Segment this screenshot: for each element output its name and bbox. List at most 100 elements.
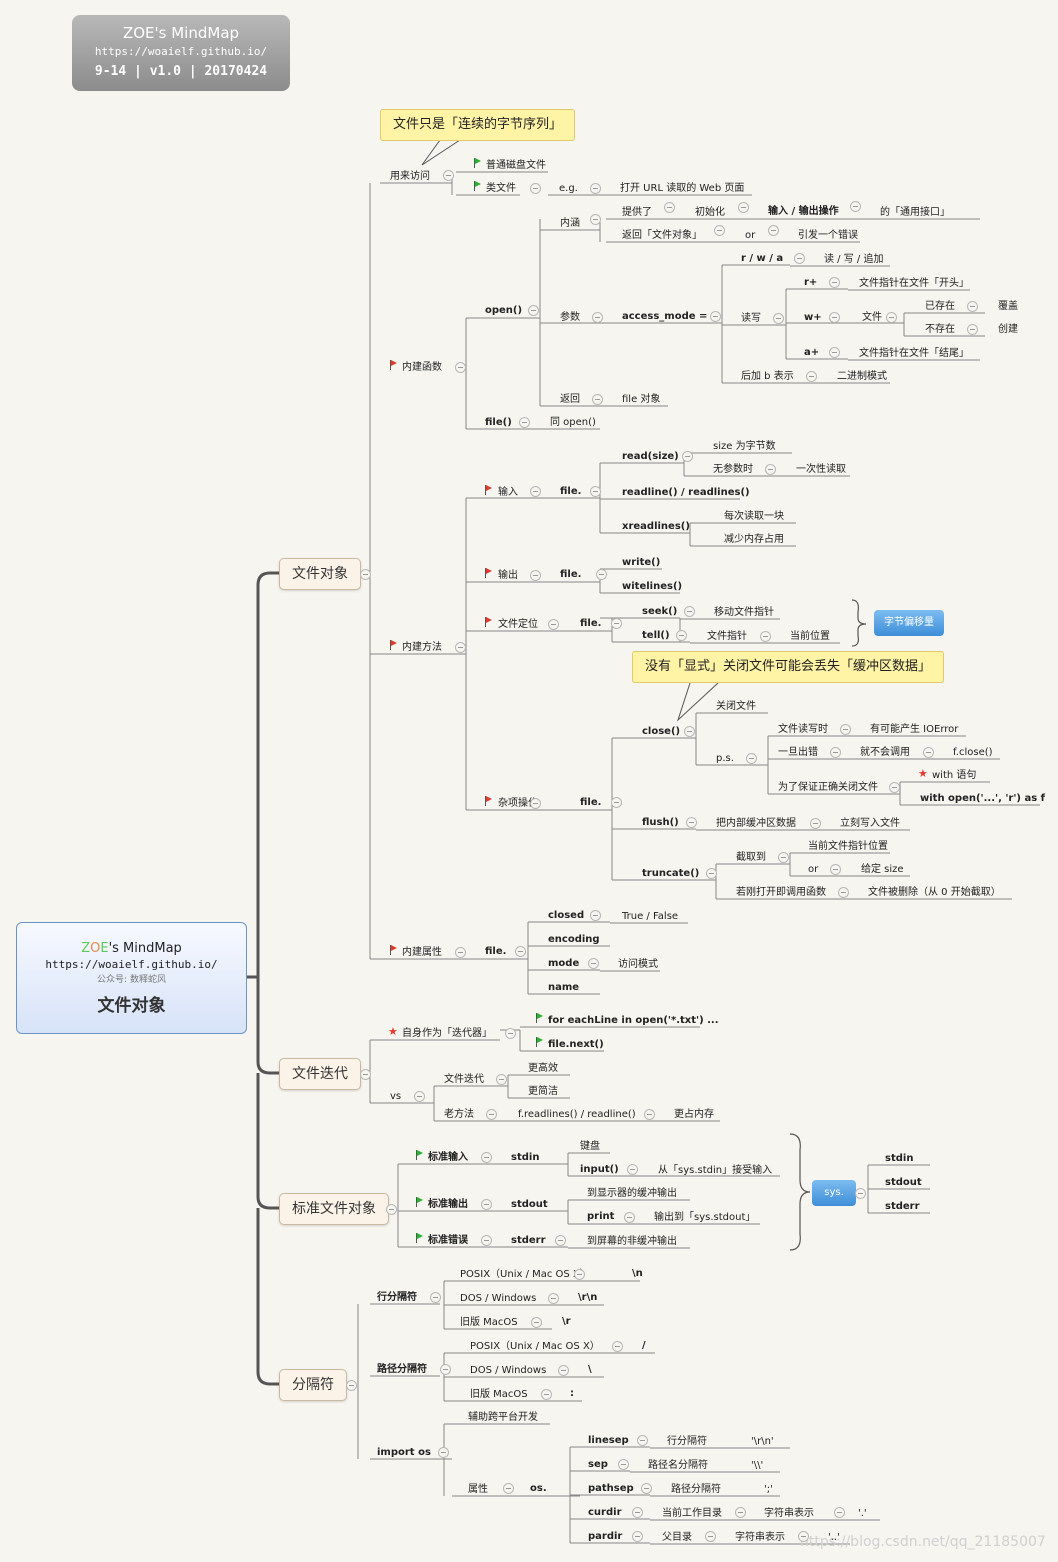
topic-l044[interactable]: xreadlines()	[622, 521, 690, 532]
collapse-icon[interactable]	[686, 817, 697, 828]
topic-l040[interactable]: 一次性读取	[796, 464, 846, 475]
topic-l090[interactable]: for eachLine in open('*.txt') ...	[548, 1015, 719, 1026]
topic-l009[interactable]: 输入 / 输出操作	[768, 206, 839, 217]
collapse-icon[interactable]	[592, 312, 603, 323]
collapse-icon[interactable]	[637, 1435, 648, 1446]
topic-l143[interactable]: curdir	[588, 1507, 622, 1518]
topic-l137[interactable]: '\\'	[751, 1460, 764, 1471]
topic-l134[interactable]: import os	[377, 1447, 431, 1458]
collapse-icon[interactable]	[684, 606, 695, 617]
collapse-icon[interactable]	[505, 1028, 516, 1039]
topic-l108[interactable]: print	[587, 1211, 615, 1222]
topic-l042[interactable]: file.	[560, 486, 582, 497]
topic-l046[interactable]: 减少内存占用	[724, 534, 784, 545]
topic-l063[interactable]: p.s.	[716, 753, 734, 764]
topic-l127[interactable]: \	[588, 1364, 592, 1375]
topic-l050[interactable]: witelines()	[622, 581, 683, 592]
topic-l032[interactable]: 返回	[560, 394, 580, 405]
topic-l132[interactable]: 行分隔符	[667, 1436, 707, 1447]
topic-l073[interactable]: 把内部缓冲区数据	[716, 818, 796, 829]
topic-l041[interactable]: 输入	[498, 487, 518, 498]
topic-l072[interactable]: flush()	[642, 817, 679, 828]
topic-l068[interactable]: with 语句	[932, 770, 977, 781]
topic-l145[interactable]: 字符串表示	[764, 1508, 814, 1519]
topic-l124[interactable]: /	[642, 1340, 646, 1351]
collapse-icon[interactable]	[530, 486, 541, 497]
collapse-icon[interactable]	[664, 202, 675, 213]
collapse-icon[interactable]	[765, 464, 776, 475]
branch-standard-file-objects[interactable]: 标准文件对象	[279, 1193, 389, 1225]
topic-l001[interactable]: 用来访问	[390, 171, 430, 182]
topic-l104[interactable]: 从「sys.stdin」接受输入	[658, 1165, 773, 1176]
branch-file-object[interactable]: 文件对象	[279, 558, 361, 590]
topic-l065[interactable]: 就不会调用	[860, 747, 910, 758]
collapse-icon[interactable]	[612, 1341, 623, 1352]
topic-l014[interactable]: open()	[485, 305, 523, 316]
topic-l017[interactable]: r / w / a	[741, 253, 784, 264]
topic-l091[interactable]: 自身作为「迭代器」	[402, 1028, 492, 1039]
topic-l102[interactable]: stdin	[511, 1152, 540, 1163]
collapse-icon[interactable]	[386, 1204, 397, 1215]
collapse-icon[interactable]	[829, 347, 840, 358]
topic-l061[interactable]: 文件读写时	[778, 724, 828, 735]
topic-l148[interactable]: 父目录	[662, 1532, 692, 1543]
collapse-icon[interactable]	[773, 313, 784, 324]
topic-l133[interactable]: '\r\n'	[751, 1436, 774, 1447]
topic-l047[interactable]: write()	[622, 557, 661, 568]
topic-l147[interactable]: pardir	[588, 1531, 623, 1542]
collapse-icon[interactable]	[829, 312, 840, 323]
topic-l131[interactable]: linesep	[588, 1435, 629, 1446]
topic-l120[interactable]: \r\n	[578, 1292, 598, 1303]
collapse-icon[interactable]	[440, 1364, 451, 1375]
topic-l138[interactable]: 属性	[468, 1484, 488, 1495]
topic-l023[interactable]: 文件	[862, 312, 882, 323]
collapse-icon[interactable]	[530, 570, 541, 581]
collapse-icon[interactable]	[706, 868, 717, 879]
topic-l088[interactable]: 访问模式	[618, 959, 658, 970]
topic-l098[interactable]: f.readlines() / readline()	[518, 1109, 636, 1120]
collapse-icon[interactable]	[768, 225, 779, 236]
topic-l010[interactable]: 的「通用接口」	[880, 207, 950, 218]
topic-l125[interactable]: 路径分隔符	[377, 1364, 427, 1375]
topic-l007[interactable]: 提供了	[622, 207, 652, 218]
collapse-icon[interactable]	[528, 305, 539, 316]
topic-l081[interactable]: 文件被删除（从 0 开始截取）	[868, 887, 1001, 898]
topic-l026[interactable]: 不存在	[925, 324, 955, 335]
badge-sys[interactable]: sys.	[812, 1180, 856, 1206]
central-topic[interactable]: ZOE's MindMap https://woaielf.github.io/…	[16, 922, 247, 1034]
collapse-icon[interactable]	[830, 747, 841, 758]
topic-l109[interactable]: 输出到「sys.stdout」	[654, 1212, 756, 1223]
topic-l093[interactable]: 更高效	[528, 1063, 558, 1074]
topic-l084[interactable]: encoding	[548, 934, 600, 945]
collapse-icon[interactable]	[834, 1507, 845, 1518]
collapse-icon[interactable]	[481, 1199, 492, 1210]
topic-l139[interactable]: os.	[530, 1483, 547, 1494]
topic-l025[interactable]: 覆盖	[998, 301, 1018, 312]
collapse-icon[interactable]	[684, 726, 695, 737]
collapse-icon[interactable]	[455, 362, 466, 373]
collapse-icon[interactable]	[481, 1152, 492, 1163]
topic-l099[interactable]: 更占内存	[674, 1109, 714, 1120]
collapse-icon[interactable]	[555, 1235, 566, 1246]
collapse-icon[interactable]	[414, 1091, 425, 1102]
collapse-icon[interactable]	[558, 1365, 569, 1376]
collapse-icon[interactable]	[541, 1389, 552, 1400]
topic-l052[interactable]: 移动文件指针	[714, 607, 774, 618]
collapse-icon[interactable]	[430, 1292, 441, 1303]
topic-l078[interactable]: or	[808, 864, 819, 875]
topic-l083[interactable]: True / False	[622, 911, 679, 922]
topic-l111[interactable]: stderr	[511, 1235, 546, 1246]
topic-l031[interactable]: 二进制模式	[837, 371, 887, 382]
topic-l056[interactable]: 文件指针	[707, 631, 747, 642]
collapse-icon[interactable]	[481, 1235, 492, 1246]
topic-l064[interactable]: 一旦出错	[778, 747, 818, 758]
collapse-icon[interactable]	[588, 958, 599, 969]
collapse-icon[interactable]	[596, 569, 607, 580]
collapse-icon[interactable]	[967, 301, 978, 312]
topic-l043[interactable]: readline() / readlines()	[622, 487, 750, 498]
topic-l058[interactable]: 内建方法	[402, 642, 442, 653]
collapse-icon[interactable]	[519, 417, 530, 428]
topic-l087[interactable]: mode	[548, 958, 580, 969]
collapse-icon[interactable]	[618, 1459, 629, 1470]
collapse-icon[interactable]	[778, 852, 789, 863]
